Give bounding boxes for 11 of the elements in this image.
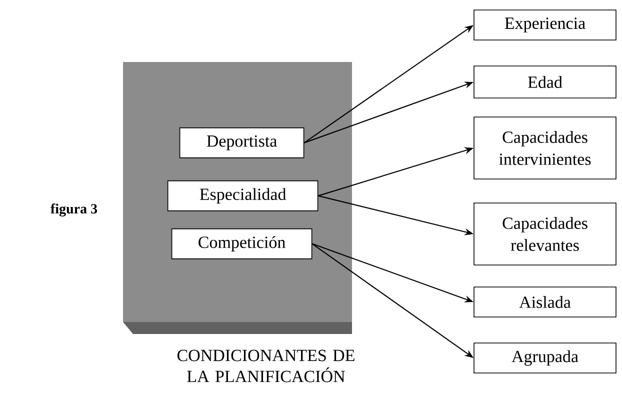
text-box: Aislada [474,286,616,318]
figure-label: figura 3 [50,204,98,216]
text-box: Capacidades relevantes [474,202,616,266]
text-box: Agrupada [474,342,616,374]
text-box: Especialidad [167,180,318,212]
text-box: Capacidades intervinientes [474,116,616,180]
text-box: Experiencia [474,10,616,40]
panel-caption: CONDICIONANTES DE LA PLANIFICACIÓN [177,350,354,382]
text-box: Edad [474,66,616,98]
text-box: Competición [171,228,312,260]
text-box: Deportista [179,127,304,158]
